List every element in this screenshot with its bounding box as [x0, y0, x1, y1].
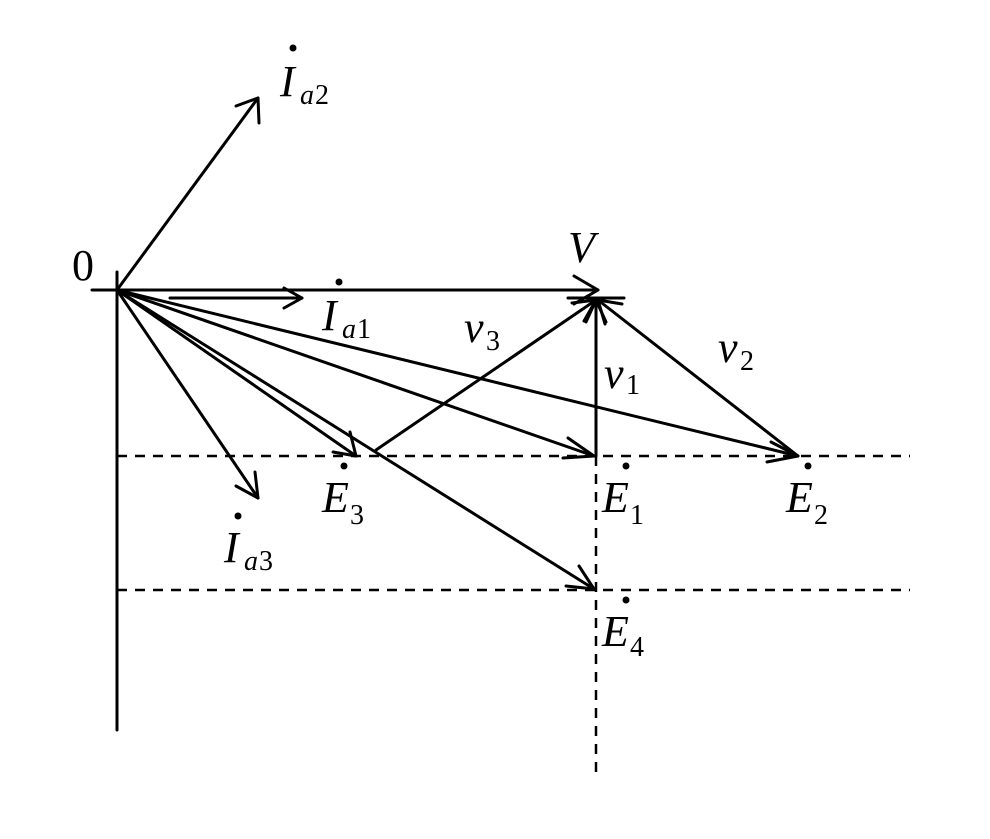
label-E1: E 1: [601, 462, 644, 531]
phasor-E4-head: [564, 564, 596, 591]
label-v2: v 2: [718, 323, 754, 377]
svg-text:a: a: [300, 80, 314, 111]
voltage-drop-v3-head: [570, 298, 598, 323]
svg-text:1: 1: [357, 314, 371, 345]
svg-text:I: I: [279, 57, 297, 106]
voltage-drop-v2: [596, 298, 800, 458]
phasor-Ia2-head: [234, 96, 261, 125]
label-Ia2: I a 2: [279, 44, 329, 111]
phasor-Ia3-head: [234, 470, 260, 500]
phasor-Ia3: [115, 288, 260, 500]
phasor-E3-head: [331, 430, 358, 458]
svg-text:v: v: [464, 303, 484, 352]
label-v1: v 1: [604, 349, 640, 401]
phasor-Ia1-head: [282, 286, 304, 310]
origin-label: 0: [72, 241, 94, 290]
svg-text:4: 4: [630, 632, 644, 663]
svg-text:2: 2: [740, 346, 754, 377]
label-E2: E 2: [785, 462, 828, 531]
svg-text:I: I: [223, 523, 241, 572]
label-v3: v 3: [464, 303, 500, 357]
label-V: V: [568, 223, 600, 272]
phasor-Ia2: [115, 96, 260, 292]
label-Ia1: I a 1: [321, 278, 371, 345]
svg-text:E: E: [321, 473, 349, 522]
svg-text:3: 3: [350, 500, 364, 531]
phasor-E3: [115, 288, 358, 458]
svg-text:E: E: [785, 473, 813, 522]
svg-text:1: 1: [630, 500, 644, 531]
label-E3: E 3: [321, 462, 364, 531]
label-E4: E 4: [601, 596, 644, 663]
phasor-E1: [115, 288, 596, 458]
svg-text:1: 1: [626, 370, 640, 401]
svg-text:I: I: [321, 291, 339, 340]
svg-text:3: 3: [259, 546, 273, 577]
svg-text:v: v: [604, 349, 624, 398]
phasor-E1-head: [561, 436, 596, 460]
svg-text:2: 2: [814, 500, 828, 531]
svg-text:E: E: [601, 473, 629, 522]
svg-text:v: v: [718, 323, 738, 372]
svg-text:2: 2: [315, 80, 329, 111]
svg-text:a: a: [244, 546, 258, 577]
voltage-drop-v3: [374, 298, 598, 452]
svg-text:3: 3: [486, 326, 500, 357]
voltage-drop-v2-head: [596, 298, 624, 326]
svg-text:a: a: [342, 314, 356, 345]
phasor-E2: [115, 288, 800, 458]
svg-text:E: E: [601, 607, 629, 656]
phasor-E4: [115, 288, 596, 591]
label-Ia3: I a 3: [223, 512, 273, 577]
